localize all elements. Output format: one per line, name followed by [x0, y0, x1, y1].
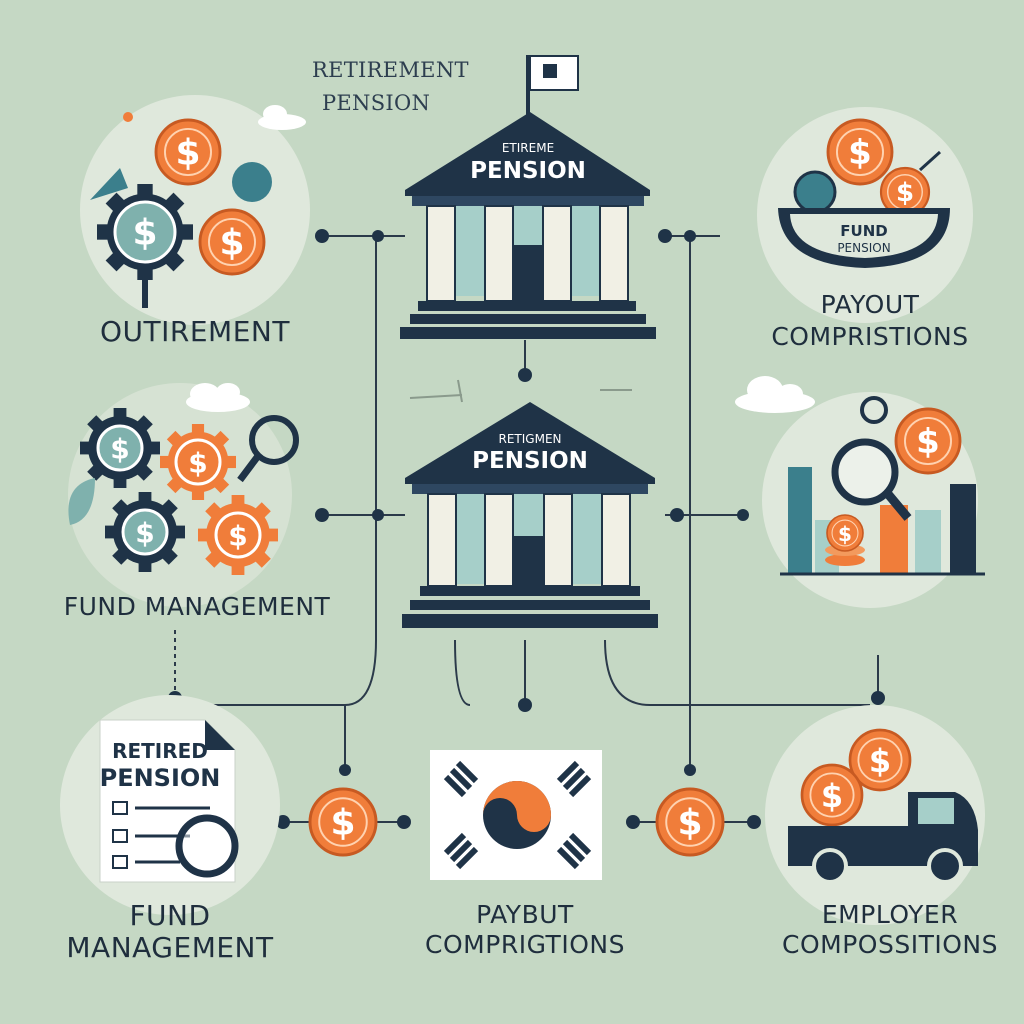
- coin-dollar-sign: $: [821, 777, 843, 815]
- top-left-coins-icon: [90, 112, 272, 308]
- building-middle-title: PENSION: [472, 448, 588, 474]
- label-bottom-center-line1: PAYBUT: [476, 900, 574, 929]
- coin-dollar-sign: $: [677, 803, 702, 844]
- connector-lines: [174, 235, 879, 823]
- truck-icon: [788, 728, 978, 884]
- label-bottom-center-line2: COMPRIGTIONS: [425, 930, 625, 959]
- coin-dollar-sign: $: [135, 517, 154, 550]
- label-mid-left: FUND MANAGEMENT: [63, 592, 331, 621]
- coin-dollar-sign: $: [869, 742, 891, 780]
- coin-dollar-sign: $: [330, 803, 355, 844]
- connector-dots: [168, 229, 885, 829]
- fund-bowl-icon: [778, 118, 950, 268]
- label-top-right-line2: COMPRISTIONS: [771, 322, 969, 351]
- label-top-right-line1: PAYOUT: [820, 290, 920, 319]
- document-text-line1: RETIRED: [112, 739, 208, 763]
- flag-icon: [526, 55, 579, 120]
- building-top-small-text: ETIREME: [502, 141, 554, 155]
- pension-building-middle-icon: [402, 402, 658, 628]
- label-bottom-right-line1: EMPLOYER: [821, 900, 959, 929]
- cloud-icon: [735, 376, 815, 413]
- cloud-icon: [258, 105, 306, 130]
- coin-dollar-sign: $: [188, 447, 207, 480]
- coin-dollar-sign: $: [838, 522, 852, 546]
- coin-dollar-sign: $: [110, 433, 129, 466]
- mid-left-circle: [68, 383, 292, 607]
- coin-dollar-sign: $: [228, 520, 247, 553]
- coin-dollar-sign: $: [219, 223, 244, 264]
- label-bottom-left-line1: FUND: [129, 899, 211, 932]
- building-top-title: PENSION: [470, 158, 586, 184]
- bowl-text-line1: FUND: [840, 222, 887, 240]
- bar-chart-icon: [780, 396, 985, 576]
- bowl-text-line2: PENSION: [837, 241, 890, 255]
- gears-icon: [68, 408, 299, 575]
- document-icon: [99, 719, 239, 883]
- document-text-line2: PENSION: [100, 764, 221, 792]
- pension-building-top-icon: [400, 112, 656, 339]
- cloud-icon: [186, 383, 250, 412]
- faint-scribble: [409, 379, 632, 403]
- coin-dollar-sign: $: [896, 178, 914, 208]
- coin-dollar-sign: $: [175, 133, 200, 174]
- taegukgi-icon: [430, 750, 602, 880]
- building-middle-small-text: RETIGMEN: [499, 432, 562, 446]
- coin-dollar-sign: $: [916, 422, 940, 462]
- header-title-line2: PENSION: [322, 91, 431, 115]
- label-bottom-left-line2: MANAGEMENT: [66, 931, 274, 964]
- label-bottom-right-line2: COMPOSSITIONS: [782, 930, 998, 959]
- header-title-line1: RETIREMENT: [312, 58, 469, 82]
- coin-dollar-sign: $: [132, 213, 157, 254]
- coin-dollar-sign: $: [848, 133, 872, 173]
- label-top-left: OUTIREMENT: [100, 315, 290, 348]
